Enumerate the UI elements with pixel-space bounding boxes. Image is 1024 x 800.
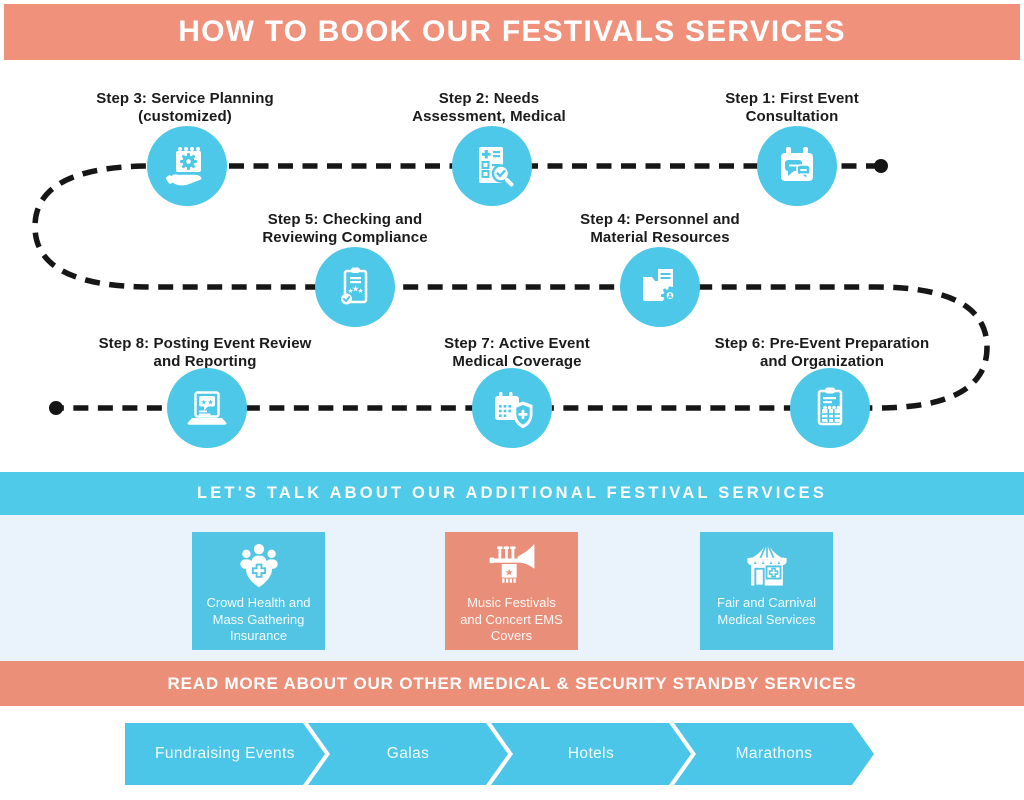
step-3-label: Step 3: Service Planning(customized) (96, 90, 274, 126)
step-1-circle (757, 126, 837, 206)
service-card-music-festivals: ★ Music Festivals and Concert EMS Covers (445, 532, 578, 650)
header-banner: HOW TO BOOK OUR FESTIVALS SERVICES (4, 4, 1020, 60)
other-services-arrows: Fundraising Events Galas Hotels Marathon… (125, 723, 874, 785)
arrow-fundraising-events: Fundraising Events (125, 723, 325, 785)
crowd-health-icon (239, 544, 278, 588)
laptop-review-icon: ★ ★ (187, 391, 227, 425)
arrow-marathons: Marathons (674, 723, 874, 785)
step-7-circle (472, 368, 552, 448)
process-path (32, 159, 990, 415)
step-8-circle: ★ ★ (167, 368, 247, 448)
additional-services-banner-text: LET'S TALK ABOUT OUR ADDITIONAL FESTIVAL… (196, 484, 828, 502)
route-start-dot (874, 159, 888, 173)
step-3-circle (147, 126, 227, 206)
service-card-music-festivals-label: Music Festivals and Concert EMS Covers (460, 595, 563, 644)
svg-text:★: ★ (352, 285, 360, 295)
read-more-banner: READ MORE ABOUT OUR OTHER MEDICAL & SECU… (0, 661, 1024, 706)
checklist-magnifier-icon (479, 147, 514, 187)
svg-text:★: ★ (348, 287, 354, 295)
svg-text:★: ★ (201, 399, 207, 407)
step-4-circle (620, 247, 700, 327)
folder-gear-icon (643, 269, 679, 305)
service-card-fair-carnival: Fair and Carnival Medical Services (700, 532, 833, 650)
step-2-circle (452, 126, 532, 206)
step-6-circle (790, 368, 870, 448)
trumpet-banner-icon: ★ (489, 544, 534, 583)
page-title: HOW TO BOOK OUR FESTIVALS SERVICES (178, 15, 846, 48)
hand-calendar-gear-icon (166, 147, 202, 186)
service-card-fair-carnival-label: Fair and Carnival Medical Services (717, 595, 816, 627)
dashed-route (32, 163, 990, 411)
read-more-banner-text: READ MORE ABOUT OUR OTHER MEDICAL & SECU… (167, 673, 857, 693)
service-card-crowd-health-label: Crowd Health and Mass Gathering Insuranc… (206, 595, 311, 644)
arrow-galas: Galas (308, 723, 508, 785)
arrow-hotels: Hotels (491, 723, 691, 785)
clipboard-stars-check-icon: ★ ★ ★ (341, 267, 368, 305)
svg-text:★: ★ (505, 568, 513, 579)
calendar-chat-icon (781, 147, 813, 181)
route-end-dot (49, 401, 63, 415)
calendar-shield-icon (495, 392, 533, 429)
carnival-tent-icon (746, 542, 787, 587)
additional-services-banner: LET'S TALK ABOUT OUR ADDITIONAL FESTIVAL… (0, 472, 1024, 515)
step-5-circle: ★ ★ ★ (315, 247, 395, 327)
svg-text:★: ★ (358, 287, 364, 295)
svg-text:★: ★ (207, 399, 213, 407)
clipboard-calendar-icon (817, 387, 843, 426)
service-card-crowd-health: Crowd Health and Mass Gathering Insuranc… (192, 532, 325, 650)
